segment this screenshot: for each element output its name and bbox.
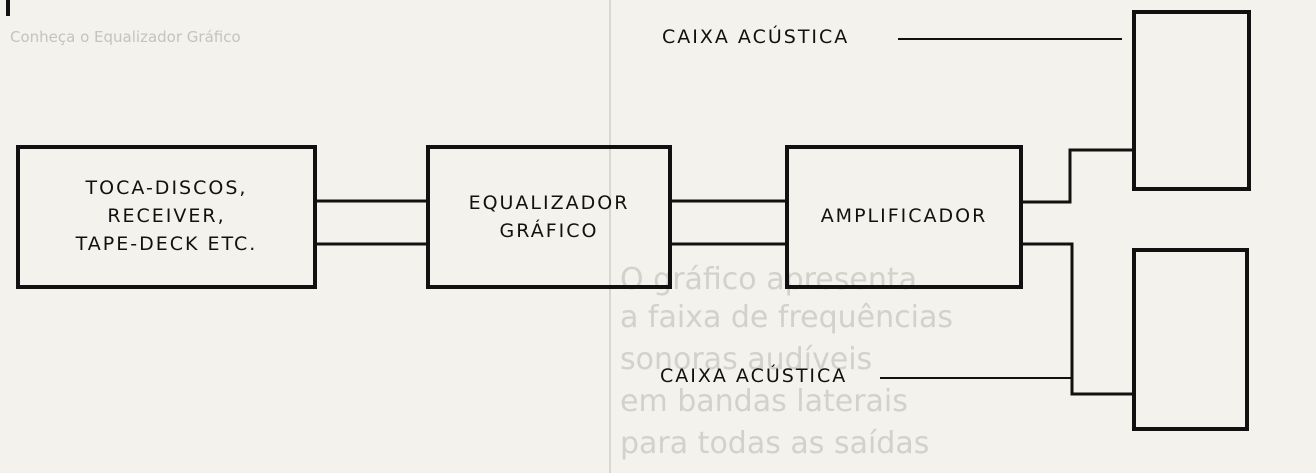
equalizer-line-2: GRÁFICO (499, 220, 599, 242)
source-block (16, 145, 317, 289)
connector-amp-speaker-top (1021, 148, 1134, 204)
bleed-through-line: para todas as saídas (620, 426, 930, 461)
speaker-box-bottom (1132, 248, 1249, 431)
bleed-through-line: Conheça o Equalizador Gráfico (10, 28, 241, 46)
speaker-top-label: CAIXA ACÚSTICA (662, 26, 850, 48)
bleed-through-line: em bandas laterais (620, 384, 908, 419)
amplifier-line-1: AMPLIFICADOR (820, 205, 988, 227)
equalizer-line-1: EQUALIZADOR (468, 192, 630, 214)
source-line-3: TAPE-DECK ETC. (75, 233, 258, 255)
source-line-1: TOCA-DISCOS, (85, 177, 248, 199)
equalizer-block (426, 145, 672, 289)
amplifier-block (785, 145, 1023, 289)
speaker-box-top (1132, 10, 1251, 191)
amplifier-block-label: AMPLIFICADOR (787, 202, 1021, 230)
equalizer-block-label: EQUALIZADOR GRÁFICO (428, 189, 670, 245)
source-block-label: TOCA-DISCOS, RECEIVER, TAPE-DECK ETC. (18, 174, 315, 258)
speaker-bottom-label: CAIXA ACÚSTICA (660, 365, 848, 387)
bleed-through-line: a faixa de frequências (620, 300, 953, 335)
bleed-through-line: sonoras audíveis (620, 342, 873, 377)
source-line-2: RECEIVER, (107, 205, 226, 227)
connector-amp-speaker-bottom (1021, 242, 1134, 396)
